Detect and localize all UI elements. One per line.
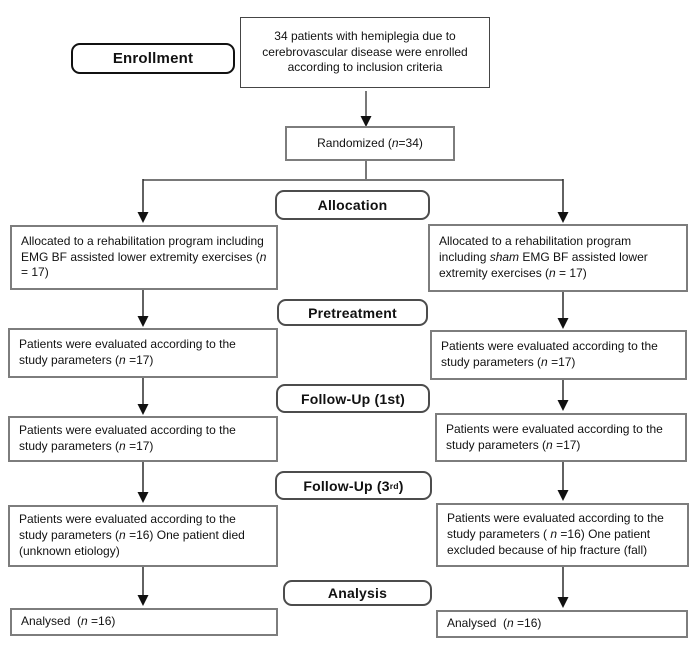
arrow-enrolled-to-randomized xyxy=(360,91,372,127)
pretreatment-left-box: Patients were evaluated according to the… xyxy=(8,328,278,378)
followup-3rd-right-box: Patients were evaluated according to the… xyxy=(436,503,689,567)
followup-1st-left-text: Patients were evaluated according to the… xyxy=(19,423,236,453)
analysed-left-box: Analysed (n =16) xyxy=(10,608,278,636)
followup-3rd-right-text: Patients were evaluated according to the… xyxy=(447,511,664,557)
stage-label-enrollment: Enrollment xyxy=(71,43,235,74)
arrow-left-fu3-to-analysed xyxy=(137,567,149,606)
arrow-left-alloc-to-pre xyxy=(137,290,149,327)
pretreatment-right-text: Patients were evaluated according to the… xyxy=(441,339,658,369)
analysed-right-box: Analysed (n =16) xyxy=(436,610,688,638)
arrow-right-pre-to-fu1 xyxy=(557,380,569,411)
arrow-right-fu3-to-analysed xyxy=(557,567,569,608)
arrow-left-fu1-to-fu3 xyxy=(137,462,149,503)
arrow-left-pre-to-fu1 xyxy=(137,378,149,415)
stage-label-followup-1st: Follow-Up (1st) xyxy=(276,384,430,413)
allocation-emg-bf-text: Allocated to a rehabilitation program in… xyxy=(21,233,267,280)
randomized-box: Randomized (n=34) xyxy=(285,126,455,161)
stage-label-allocation: Allocation xyxy=(275,190,430,220)
followup-1st-left-box: Patients were evaluated according to the… xyxy=(8,416,278,462)
pretreatment-right-box: Patients were evaluated according to the… xyxy=(430,330,687,380)
stage-label-pretreatment: Pretreatment xyxy=(277,299,428,326)
arrow-right-fu1-to-fu3 xyxy=(557,462,569,501)
allocation-emg-bf-box: Allocated to a rehabilitation program in… xyxy=(10,225,278,290)
allocation-sham-emg-bf-text: Allocated to a rehabilitation program in… xyxy=(439,234,648,280)
enrolled-patients-text: 34 patients with hemiplegia due to cereb… xyxy=(262,28,468,75)
stage-label-analysis: Analysis xyxy=(283,580,432,606)
followup-3rd-left-text: Patients were evaluated according to the… xyxy=(19,512,245,558)
allocation-sham-emg-bf-box: Allocated to a rehabilitation program in… xyxy=(428,224,688,292)
analysed-right-text: Analysed (n =16) xyxy=(447,616,542,631)
analysed-left-text: Analysed (n =16) xyxy=(21,614,116,629)
pretreatment-left-text: Patients were evaluated according to the… xyxy=(19,337,236,367)
arrow-right-alloc-to-pre xyxy=(557,292,569,329)
enrolled-patients-box: 34 patients with hemiplegia due to cereb… xyxy=(240,17,490,88)
randomized-text: Randomized (n=34) xyxy=(317,135,423,150)
followup-1st-right-text: Patients were evaluated according to the… xyxy=(446,421,663,452)
followup-1st-right-box: Patients were evaluated according to the… xyxy=(435,413,687,462)
followup-3rd-left-box: Patients were evaluated according to the… xyxy=(8,505,278,567)
